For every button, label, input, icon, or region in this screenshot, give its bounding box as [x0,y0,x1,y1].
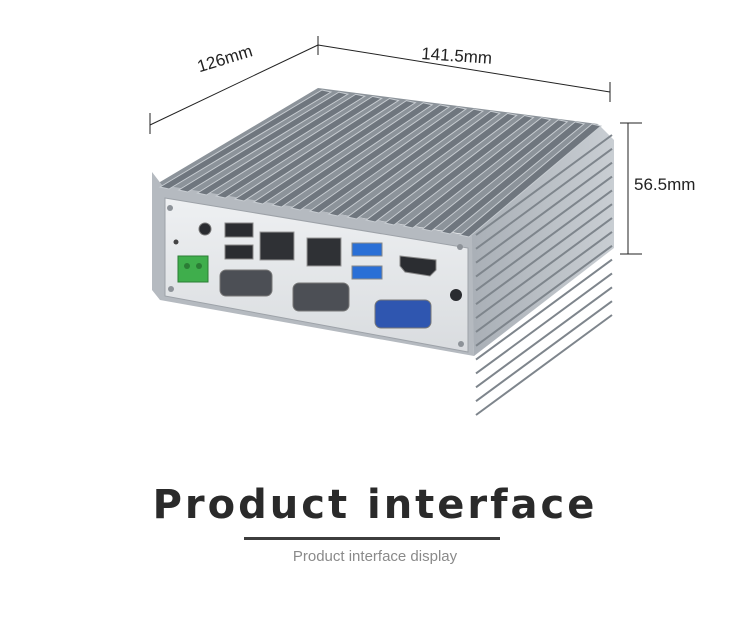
heatsink-fin [290,104,451,211]
chassis-right-side [470,124,614,356]
heatsink-fin [196,93,367,196]
heatsink-fin [271,102,434,208]
depth-dimension-line [149,44,319,126]
heatsink-fin [421,119,569,232]
usb3-port-top [351,242,383,257]
heatsink-fin [458,123,603,238]
side-groove [475,300,613,402]
side-groove [475,231,613,333]
side-groove [475,244,613,347]
usb2-port-bottom [224,244,254,260]
panel-screw-bl [168,286,174,292]
panel-screw-tl [167,205,173,211]
panel-screw-br [458,341,464,347]
usb3-port-bottom [351,265,383,280]
side-groove [475,314,613,416]
panel-screw-tr [457,244,463,250]
page-title: Product interface [152,482,598,528]
heatsink-fin [177,91,350,193]
lan-port-2 [306,237,342,267]
side-groove [475,272,613,375]
lan-port-1 [259,231,295,261]
title-underline [244,537,500,540]
side-groove [475,175,613,278]
heatsink-fin [365,112,518,223]
com-port-1 [219,269,273,297]
heatsink-fin [327,108,485,217]
side-groove [475,148,613,250]
side-groove [475,286,613,389]
side-groove [475,217,613,319]
power-terminal-block [177,255,209,283]
led-indicator [173,239,179,245]
usb2-port-top [224,222,254,238]
io-ports [167,205,464,347]
terminal-screw-1 [184,263,190,269]
heatsink-fin [440,121,586,235]
terminal-screw-2 [196,263,202,269]
side-groove [475,189,613,292]
dimension-lines [149,36,642,255]
side-groove [475,203,613,306]
vga-port [374,299,432,329]
side-heatsink-grooves [475,134,613,416]
side-groove [475,258,613,361]
width-dimension-line [317,44,611,93]
side-groove [475,134,613,236]
heatsink-fin [383,114,535,226]
com-port-2 [292,282,350,312]
height-dimension-label: 56.5mm [634,175,696,194]
heatsink-fin [308,106,468,214]
heatsink-fin [233,97,400,202]
hdmi-port [399,255,437,277]
antenna-hole [450,289,462,301]
heatsink-fins [158,89,603,238]
side-groove [475,161,613,264]
heatsink-fin [252,100,417,205]
heatsink-fin [402,117,552,229]
page-subtitle: Product interface display [292,548,458,565]
heatsink-fin [158,89,333,190]
heatsink-fin [214,95,383,199]
power-button [198,222,212,236]
heatsink-fin [346,110,501,220]
